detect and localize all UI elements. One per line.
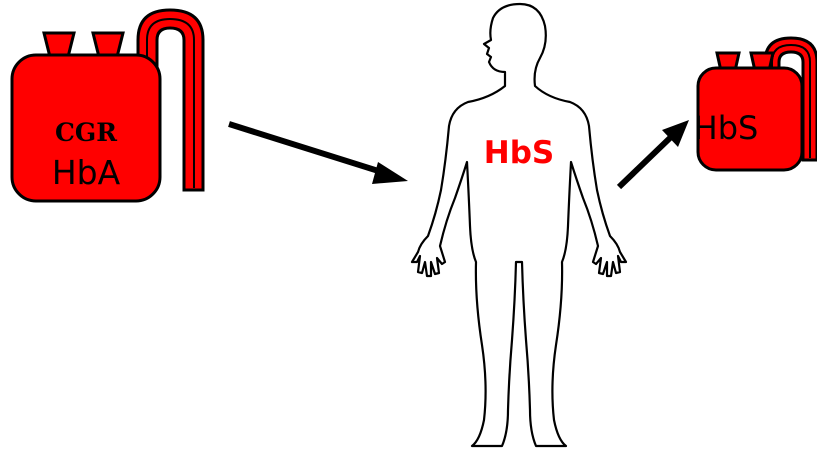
donor-blood-bag: CGR HbA — [12, 10, 203, 201]
arrow-body-to-bag — [619, 120, 689, 187]
arrow-shaft-right — [619, 137, 671, 187]
arrow-donor-to-body — [229, 124, 408, 184]
output-blood-bag: HbS — [694, 38, 817, 170]
output-bag-hbs-label: HbS — [694, 109, 759, 147]
arrow-head-left — [372, 162, 408, 184]
donor-bag-cap-right — [93, 33, 123, 57]
human-body-outline — [412, 4, 626, 446]
donor-bag-label-cgr: CGR — [55, 118, 117, 147]
donor-bag-label-hba: HbA — [52, 153, 121, 192]
arrow-shaft-left — [229, 124, 388, 174]
body-hbs-label: HbS — [484, 135, 554, 171]
donor-bag-cap-left — [44, 33, 74, 57]
human-figure: HbS — [412, 4, 626, 446]
